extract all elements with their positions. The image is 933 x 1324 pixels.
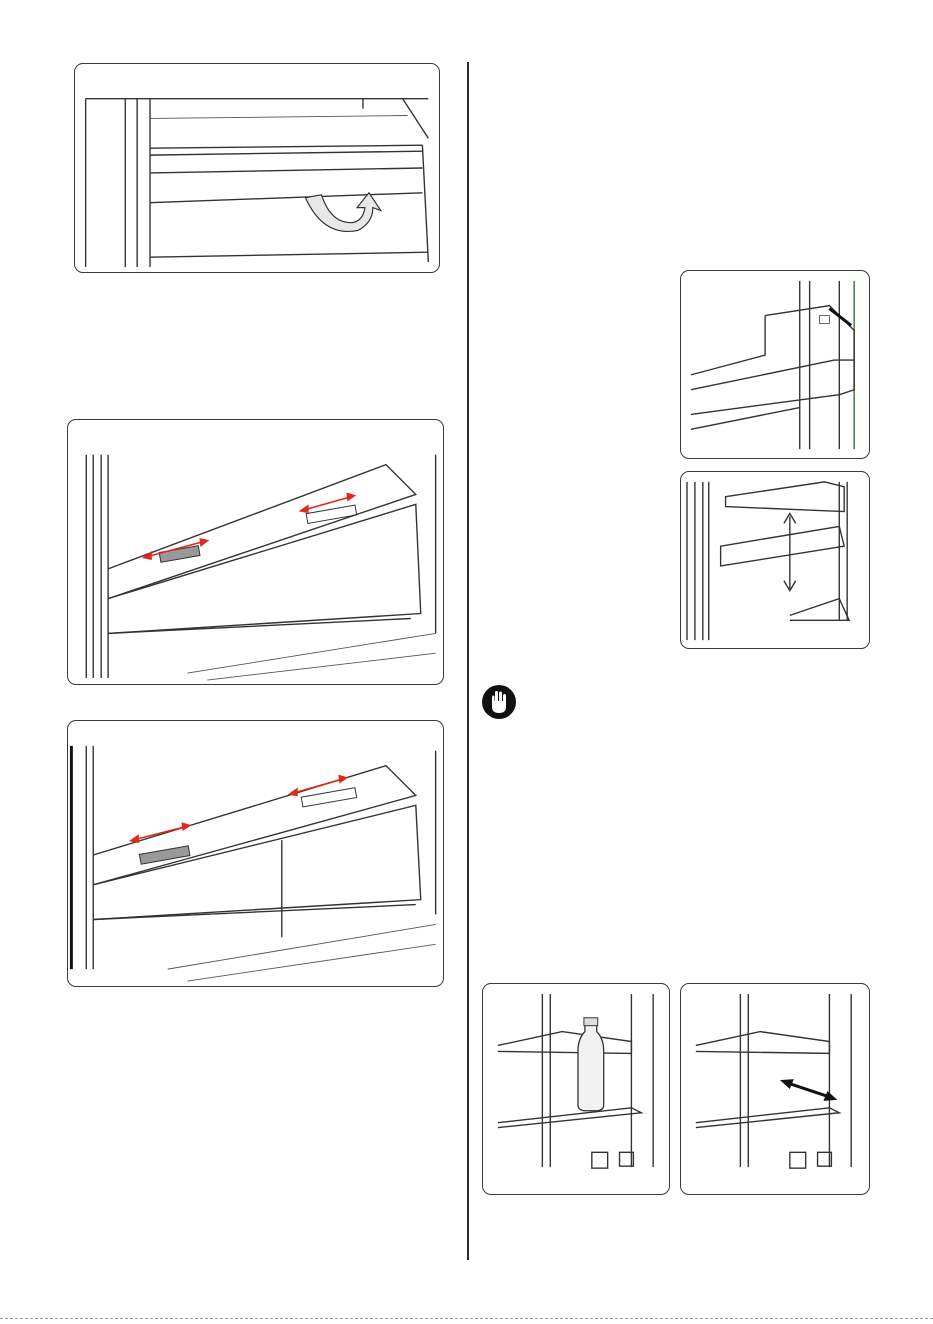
figure-drawer-slider-single	[67, 419, 444, 685]
column-divider	[467, 62, 469, 1260]
figure-glass-shelf-slide	[680, 983, 870, 1195]
double-arrow-horizontal-icon	[133, 826, 188, 840]
figure-glass-shelf-bottle	[482, 983, 670, 1195]
figure-crisper-cover	[74, 63, 440, 273]
page-edge-line	[0, 1318, 933, 1319]
crisper-cover-illustration	[75, 64, 439, 272]
hand-stop-icon	[481, 684, 517, 720]
glass-shelf-bottle-illustration	[483, 984, 669, 1194]
glass-shelf-slide-illustration	[681, 984, 869, 1194]
bottle-icon	[578, 1024, 604, 1111]
figure-drawer-slider-double	[67, 720, 444, 987]
figure-door-shelf-move	[680, 471, 870, 649]
drawer-slider-single-illustration	[68, 420, 443, 684]
door-shelf-move-illustration	[681, 472, 869, 648]
figure-door-shelf-top	[680, 270, 870, 459]
drawer-slider-double-illustration	[68, 721, 443, 986]
double-arrow-horizontal-icon	[788, 1083, 830, 1097]
curved-arrow-icon	[306, 193, 381, 232]
door-shelf-top-illustration	[681, 271, 869, 458]
